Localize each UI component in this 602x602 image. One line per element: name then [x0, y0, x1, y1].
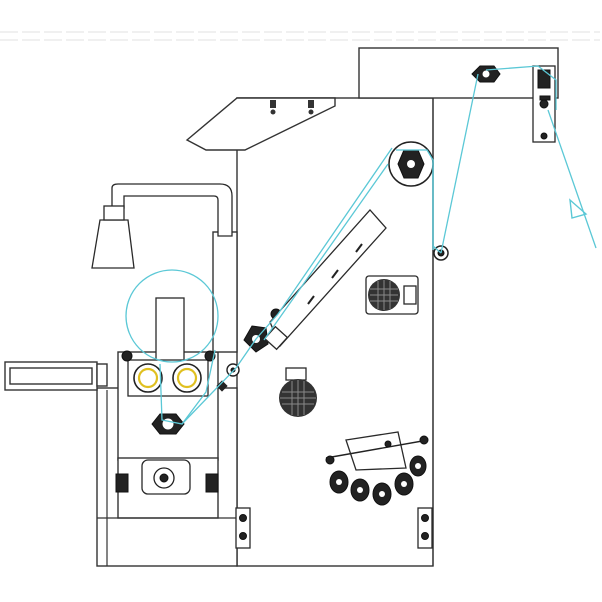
web-path: [125, 65, 597, 425]
base-brackets: [235, 507, 433, 549]
unwind-roller-pair-icon: [121, 297, 216, 397]
rewind-shaft-cluster-icon: [325, 431, 429, 506]
hood-brackets: [270, 100, 314, 115]
side-arm: [212, 231, 238, 353]
side-table-inner: [9, 367, 93, 385]
fan-motor-lower-icon: [279, 367, 317, 417]
web-arrow-icon: [569, 198, 588, 219]
knife-holder-icon: [263, 209, 387, 351]
upper-tension-roller-icon: [388, 141, 434, 187]
roll-core: [155, 297, 185, 363]
unwind-roll: [125, 269, 219, 363]
machine-frame: [4, 47, 559, 567]
exhaust-coupling: [103, 205, 125, 221]
exhaust-hood-icon: [91, 183, 233, 269]
drive-motor-icon: [115, 459, 219, 495]
top-hood-plate: [185, 97, 336, 151]
outfeed-bracket-icon: [532, 65, 556, 143]
background-grid: [0, 31, 600, 41]
top-housing: [358, 47, 559, 99]
side-table-bracket: [96, 363, 108, 387]
fan-motor-upper-icon: [365, 275, 419, 315]
exhaust-nozzle: [91, 219, 135, 269]
